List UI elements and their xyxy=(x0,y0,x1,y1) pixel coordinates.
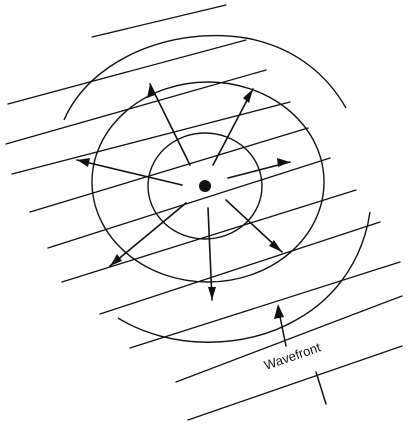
arrowhead-up-right xyxy=(243,89,253,103)
wavefront-pointer-arrowhead xyxy=(274,304,284,319)
wavefront-label: Wavefront xyxy=(262,339,323,372)
ray-down xyxy=(208,208,212,300)
plane-wave-line-8 xyxy=(100,222,380,314)
ray-up-left xyxy=(150,84,190,165)
plane-wave-line-1 xyxy=(92,5,226,37)
wavefront-pointer-tail xyxy=(316,372,326,404)
plane-wave-line-6 xyxy=(48,158,330,248)
plane-wave-line-10 xyxy=(176,296,402,382)
plane-wave-line-9 xyxy=(130,262,400,348)
ray-down-left xyxy=(110,203,186,266)
plane-wave-lines xyxy=(6,5,402,420)
arrowhead-down xyxy=(208,287,216,300)
point-source-dot xyxy=(199,180,211,192)
plane-wave-line-3 xyxy=(6,70,266,144)
plane-wave-line-5 xyxy=(30,128,308,212)
arrowhead-left xyxy=(77,158,90,167)
plane-wave-line-2 xyxy=(8,40,246,104)
plane-wave-line-4 xyxy=(12,102,290,174)
arrowhead-right-up xyxy=(277,158,290,167)
circular-waves xyxy=(64,36,370,343)
